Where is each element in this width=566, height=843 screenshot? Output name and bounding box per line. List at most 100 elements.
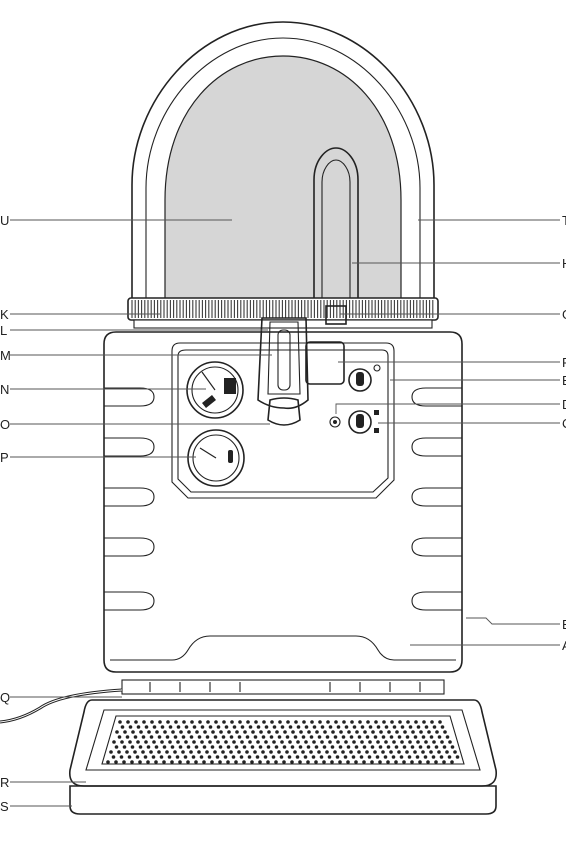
grate-hole (151, 755, 156, 759)
grate-hole (301, 750, 305, 754)
grate-hole (230, 720, 234, 724)
grate-hole (423, 755, 428, 759)
grate-hole (336, 740, 340, 744)
dome-inner-rim (145, 37, 421, 300)
grate-hole (405, 750, 409, 754)
grate-hole (287, 755, 292, 759)
grate-hole (146, 745, 151, 749)
grate-hole (125, 735, 130, 739)
grate-hole (170, 745, 175, 749)
grate-hole (210, 745, 215, 749)
label-U: U (0, 213, 9, 228)
grate-hole (365, 735, 370, 739)
grate-hole (427, 730, 431, 734)
grate-hole (447, 755, 452, 759)
grate-hole (123, 730, 127, 734)
grate-hole (191, 755, 196, 759)
grate-hole (426, 745, 431, 749)
grate-hole (111, 755, 116, 759)
grate-hole (439, 755, 444, 759)
grate-hole (125, 750, 129, 754)
grate-hole (413, 750, 417, 754)
grate-hole (258, 760, 262, 764)
label-K: K (0, 307, 9, 322)
grate-hole (264, 725, 269, 729)
grate-hole (272, 725, 277, 729)
grate-hole (338, 760, 342, 764)
grate-hole (173, 750, 177, 754)
grate-hole (221, 735, 226, 739)
grate-hole (256, 725, 261, 729)
power-cable (0, 688, 123, 724)
grip-left (104, 437, 155, 457)
grate-hole (397, 750, 401, 754)
grate-hole (144, 740, 148, 744)
grate-hole (293, 750, 297, 754)
grate-hole (283, 730, 287, 734)
grate-hole (154, 745, 159, 749)
grate-hole (205, 735, 210, 739)
grate-hole (445, 750, 449, 754)
grate-hole (263, 755, 268, 759)
grate-hole (341, 735, 346, 739)
grate-hole (375, 755, 380, 759)
grate-hole (275, 730, 279, 734)
label-L: L (0, 323, 7, 338)
label-O: O (0, 417, 10, 432)
label-H: H (562, 256, 566, 271)
grate-hole (359, 755, 364, 759)
grate-hole (267, 730, 271, 734)
grate-hole (167, 755, 172, 759)
grate-hole (207, 755, 212, 759)
grate-hole (258, 745, 263, 749)
grate-hole (160, 725, 165, 729)
grate-hole (259, 730, 263, 734)
grate-hole (298, 760, 302, 764)
grate-hole (155, 730, 159, 734)
grate-hole (373, 735, 378, 739)
grate-hole (296, 740, 300, 744)
grate-hole (371, 730, 375, 734)
grate-hole (315, 730, 319, 734)
grate-hole (403, 730, 407, 734)
grate-hole (218, 745, 223, 749)
grate-hole (178, 745, 183, 749)
grate-hole (224, 740, 228, 744)
grip-right (411, 537, 462, 557)
grate-hole (419, 730, 423, 734)
grate-hole (434, 760, 438, 764)
grate-hole (448, 740, 452, 744)
grate-hole (301, 735, 306, 739)
grate-hole (117, 735, 122, 739)
grate-hole (334, 720, 338, 724)
grate-hole (344, 740, 348, 744)
grate-hole (128, 740, 132, 744)
grate-hole (133, 735, 138, 739)
grate-hole (309, 735, 314, 739)
grate-hole (285, 750, 289, 754)
base-feet (121, 679, 445, 695)
grate-hole (306, 760, 310, 764)
grate-hole (440, 725, 445, 729)
grate-hole (322, 745, 327, 749)
grate-hole (416, 740, 420, 744)
grate-hole (368, 725, 373, 729)
label-E: E (562, 373, 566, 388)
grate-hole (152, 725, 157, 729)
grate-hole (304, 740, 308, 744)
grate-hole (194, 760, 198, 764)
grate-hole (435, 730, 439, 734)
grate-hole (319, 755, 324, 759)
grate-hole (309, 750, 313, 754)
grate-hole (266, 745, 271, 749)
grate-hole (183, 755, 188, 759)
grate-hole (141, 750, 145, 754)
grate-hole (197, 750, 201, 754)
grate-hole (280, 740, 284, 744)
grate-hole (192, 725, 197, 729)
grate-hole (389, 735, 394, 739)
grate-hole (430, 720, 434, 724)
grate-hole (138, 760, 142, 764)
grate-hole (213, 750, 217, 754)
grate-hole (198, 720, 202, 724)
